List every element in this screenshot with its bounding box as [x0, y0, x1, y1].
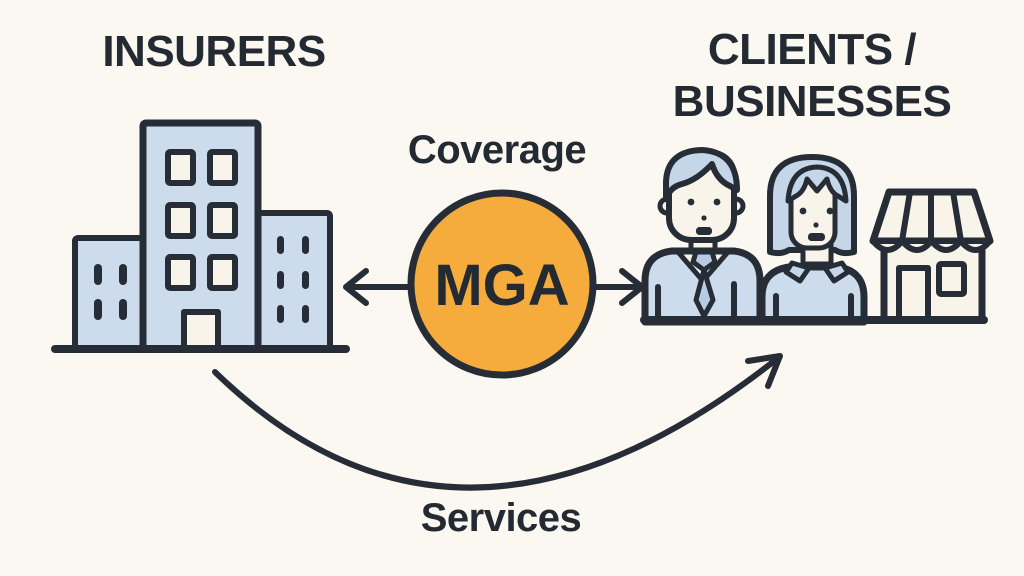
window-slit: [119, 299, 127, 320]
window-slit: [302, 236, 309, 254]
window: [207, 254, 238, 291]
store-window: [936, 261, 967, 297]
curve-arrow-head: [745, 353, 783, 389]
building-left-slits: [94, 264, 127, 320]
mouth: [696, 227, 712, 235]
window: [207, 202, 238, 239]
mga-circle: [407, 189, 597, 379]
collar-flap: [822, 260, 851, 284]
eye: [687, 198, 695, 206]
tie-knot: [690, 249, 718, 273]
window-slit: [94, 264, 102, 285]
store-door: [896, 265, 931, 323]
store-awning-stripes: [899, 189, 964, 244]
services-label: Services: [420, 496, 582, 540]
left-arrow-icon: [343, 268, 411, 306]
awning-stripe: [899, 189, 913, 244]
mouth: [808, 233, 825, 241]
window-slit: [302, 305, 309, 323]
window: [207, 149, 238, 186]
window-slit: [302, 271, 309, 289]
window-slit: [277, 236, 284, 254]
nose: [813, 222, 819, 228]
clients-businesses-title: CLIENTS / BUSINESSES: [672, 25, 952, 126]
eye: [799, 207, 807, 215]
hair: [663, 147, 740, 202]
awning-stripe: [950, 189, 964, 244]
building-right-wing: [254, 210, 333, 352]
businessman-icon: [641, 147, 764, 326]
window-slit: [277, 305, 284, 323]
right-arrow-icon: [593, 268, 645, 306]
building-right-slits: [277, 236, 309, 323]
eye: [713, 198, 721, 206]
businesswoman-icon: [758, 154, 868, 326]
mga-label: MGA: [434, 253, 570, 318]
building-windows: [165, 149, 238, 291]
window-slit: [94, 299, 102, 320]
window: [165, 254, 196, 291]
insurers-title: INSURERS: [102, 27, 326, 76]
nose: [701, 215, 707, 221]
building-door: [181, 309, 221, 352]
storefront-icon: [869, 188, 994, 324]
curve-shaft: [212, 355, 781, 491]
window-slit: [277, 271, 284, 289]
collar-flap: [783, 260, 812, 284]
office-building-icon: [51, 119, 350, 353]
arrow-head: [343, 268, 369, 306]
window-slit: [119, 264, 127, 285]
bangs: [785, 164, 849, 204]
coverage-label: Coverage: [407, 128, 587, 172]
window: [165, 202, 196, 239]
window: [165, 149, 196, 186]
building-left-wing: [72, 235, 146, 352]
curved-arrow-icon: [212, 353, 783, 491]
store-awning-scallops: [870, 238, 993, 253]
eye: [826, 207, 834, 215]
